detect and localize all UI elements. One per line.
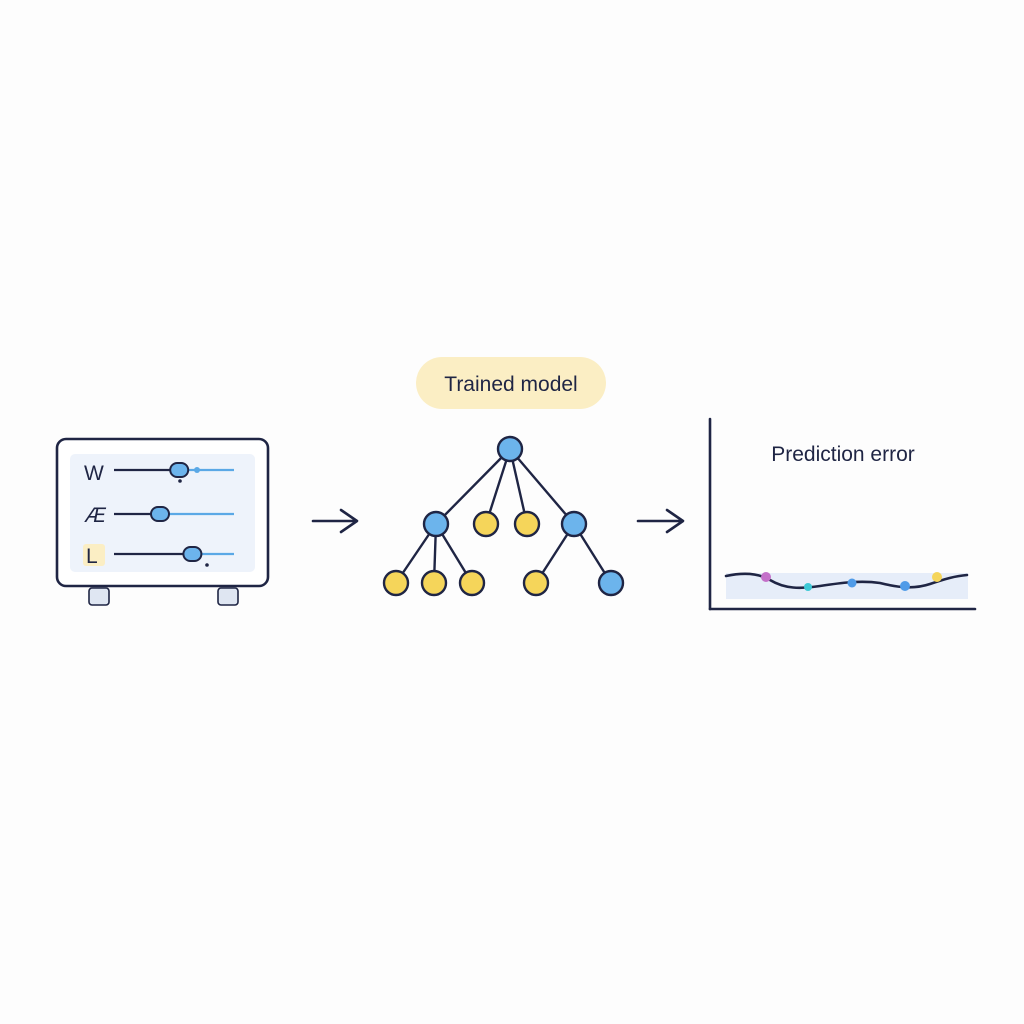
- panel-foot-left: [88, 587, 110, 606]
- tree-node-yellow: [458, 569, 486, 597]
- trained-model: Trained model: [382, 357, 625, 597]
- tree-nodes: [382, 435, 625, 597]
- label-highlight: [83, 544, 105, 566]
- slider-dot: [205, 563, 209, 567]
- panel-foot-right: [217, 587, 239, 606]
- model-label: Trained model: [444, 373, 577, 396]
- tree-node-blue: [422, 510, 450, 538]
- arrow-2: [636, 508, 685, 534]
- error-chart: Prediction error: [708, 417, 977, 611]
- parameter-panel: W Æ L: [55, 437, 270, 606]
- error-point-yellow: [932, 572, 942, 582]
- slider-knob[interactable]: [169, 462, 190, 478]
- tree-edge: [508, 447, 576, 526]
- model-label-pill: [416, 357, 606, 409]
- slider-knob[interactable]: [150, 506, 170, 522]
- tree-edge: [434, 447, 512, 526]
- tree-node-yellow: [522, 569, 550, 597]
- param-label-ae: Æ: [84, 504, 107, 527]
- param-label-w: W: [84, 462, 104, 485]
- tree-node-blue: [597, 569, 625, 597]
- error-point-cyan: [804, 583, 812, 591]
- slider-knob[interactable]: [182, 546, 203, 562]
- tree-node-blue: [496, 435, 524, 463]
- slider-group: [114, 462, 234, 567]
- chart-title: Prediction error: [771, 443, 915, 466]
- error-point-magenta: [761, 572, 771, 582]
- slider-dot: [194, 467, 200, 473]
- tree-node-blue: [560, 510, 588, 538]
- tree-node-yellow: [513, 510, 541, 538]
- tree-node-yellow: [382, 569, 410, 597]
- param-label-l: L: [86, 545, 98, 568]
- error-point-blue: [847, 578, 857, 588]
- arrow-1: [311, 508, 359, 534]
- error-point-blue: [900, 581, 910, 591]
- tree-node-yellow: [472, 510, 500, 538]
- tree-node-yellow: [420, 569, 448, 597]
- slider-dot: [178, 479, 182, 483]
